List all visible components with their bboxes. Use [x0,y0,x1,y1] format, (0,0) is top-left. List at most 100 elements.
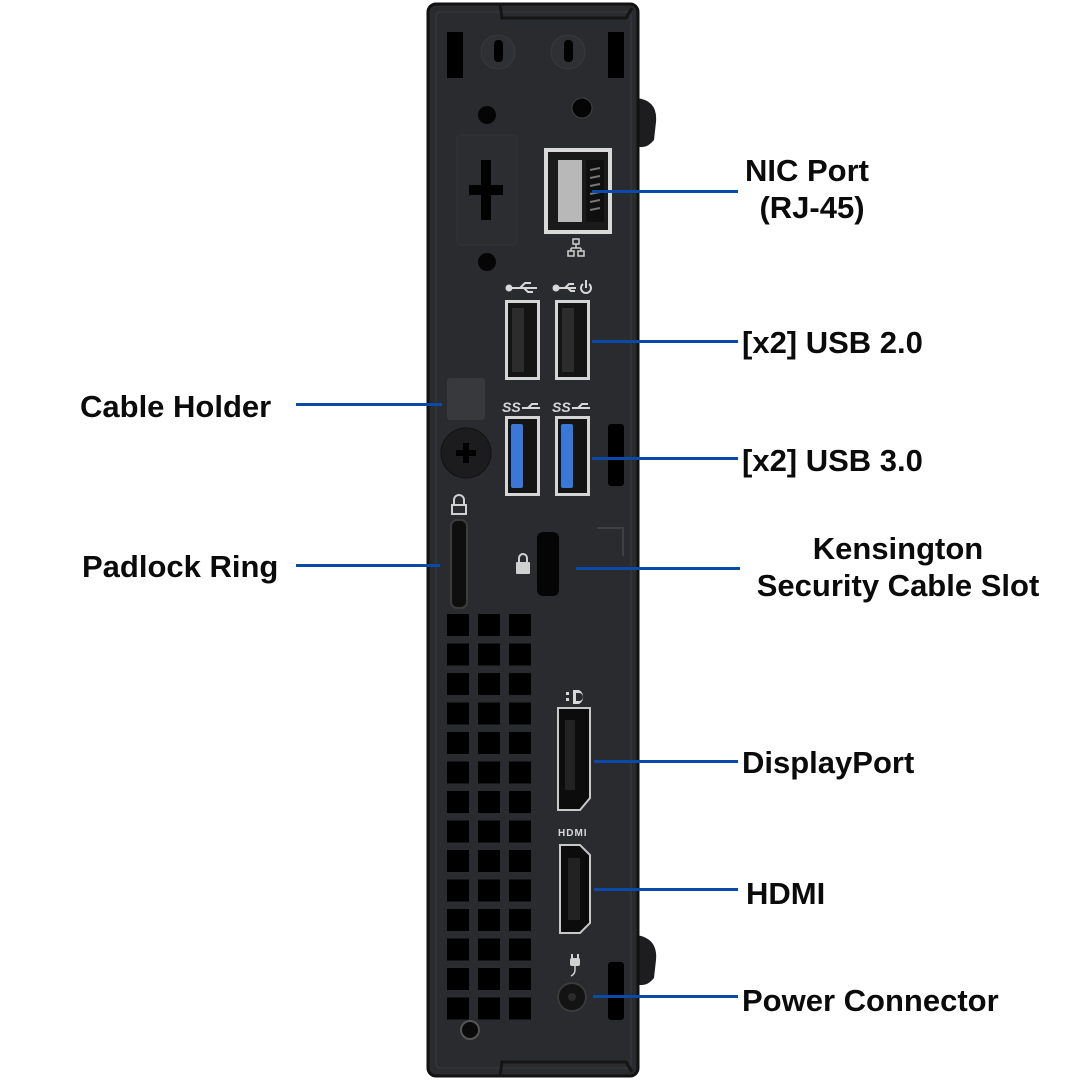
vent-hole [509,968,531,990]
vent-hole [478,702,500,725]
vent-hole [478,761,500,784]
vent-hole [447,614,469,636]
padlock-ring [450,519,468,609]
label-displayport: DisplayPort [742,745,915,780]
usb2-port-2 [555,300,590,380]
vent-hole [509,673,531,695]
vent-hole [447,732,469,754]
usb3-port-2 [555,416,590,496]
vent-hole [509,791,531,813]
screw-hole [460,1020,480,1040]
vent-hole [447,673,469,695]
top-slot-left [447,32,463,78]
vent-hole [447,997,469,1020]
label-nic-line2: (RJ-45) [759,190,865,226]
label-hdmi: HDMI [746,876,826,911]
vent-hole [447,909,469,931]
vent-hole [478,614,500,636]
vent-hole [447,820,469,843]
vent-hole [478,791,500,813]
kensington-lock-icon [516,553,530,574]
leader-line-cable-holder [296,403,442,406]
label-kensington-line2: Security Cable Slot [756,568,1040,604]
usb3-arrow-icon [522,403,540,409]
vent-hole [478,909,500,931]
label-kensington: Kensington Security Cable Slot [742,530,1054,604]
vent-hole [509,850,531,872]
hdmi-icon: HDMI [558,828,588,839]
vent-hole [478,968,500,990]
leader-line-displayport [594,760,738,763]
vent-hole [447,791,469,813]
usb3-icon: SS [502,399,521,415]
vent-hole [447,938,469,961]
panel-mark [597,527,624,556]
screw-hole [478,106,496,124]
leader-line-kensington [576,567,740,570]
vent-hole [478,732,500,754]
side-slot [608,962,624,1020]
screw-hole [478,253,496,271]
mount-slot-2 [564,40,573,62]
label-usb3: [x2] USB 3.0 [742,443,923,478]
vent-hole [447,879,469,902]
chassis-inner-edge [435,11,632,1069]
mount-slot-1 [494,40,503,62]
usb3-arrow-icon [572,403,590,409]
usb3-port-1 [505,416,540,496]
vent-hole [478,879,500,902]
vent-grid [447,614,531,1020]
vent-hole [509,820,531,843]
vent-hole [509,732,531,754]
antenna-plus-cutout [469,160,503,220]
displayport-icon [566,690,584,704]
top-notch [498,3,634,20]
network-icon [567,238,585,257]
power-plug-icon [570,954,580,977]
usb-power-icon [552,280,592,294]
vent-hole [447,850,469,872]
leader-line-nic [592,190,738,193]
vent-hole [478,850,500,872]
vent-hole [478,820,500,843]
vent-hole [447,968,469,990]
label-nic-line1: NIC Port [745,153,869,188]
vent-hole [509,997,531,1020]
usb3-icon: SS [552,399,571,415]
vent-hole [447,643,469,666]
usb2-port-1 [505,300,540,380]
label-usb2: [x2] USB 2.0 [742,325,923,360]
vent-hole [447,761,469,784]
vent-hole [478,997,500,1020]
cable-holder [447,378,485,420]
kensington-slot [537,532,559,596]
screw-hole [571,97,593,119]
side-slot [608,424,624,486]
vent-hole [478,673,500,695]
vent-hole [509,643,531,666]
vent-hole [447,702,469,725]
side-foot-top [636,98,657,148]
label-padlock-ring: Padlock Ring [82,549,279,584]
label-kensington-line1: Kensington [812,531,984,566]
vent-hole [509,614,531,636]
vent-hole [478,643,500,666]
label-nic-port: NIC Port (RJ-45) [745,152,869,226]
leader-line-power [593,995,738,998]
lock-icon [451,494,467,515]
usb-icon [505,282,537,293]
label-cable-holder: Cable Holder [80,389,272,424]
leader-line-usb2 [592,340,738,343]
vent-hole [509,909,531,931]
leader-line-hdmi [594,888,738,891]
vent-hole [509,938,531,961]
vent-hole [478,938,500,961]
leader-line-padlock [296,564,440,567]
vent-hole [509,761,531,784]
vent-hole [509,879,531,902]
top-slot-right [608,32,624,78]
label-power-connector: Power Connector [742,983,999,1018]
side-foot-bottom [636,935,657,986]
bottom-notch [498,1060,634,1077]
